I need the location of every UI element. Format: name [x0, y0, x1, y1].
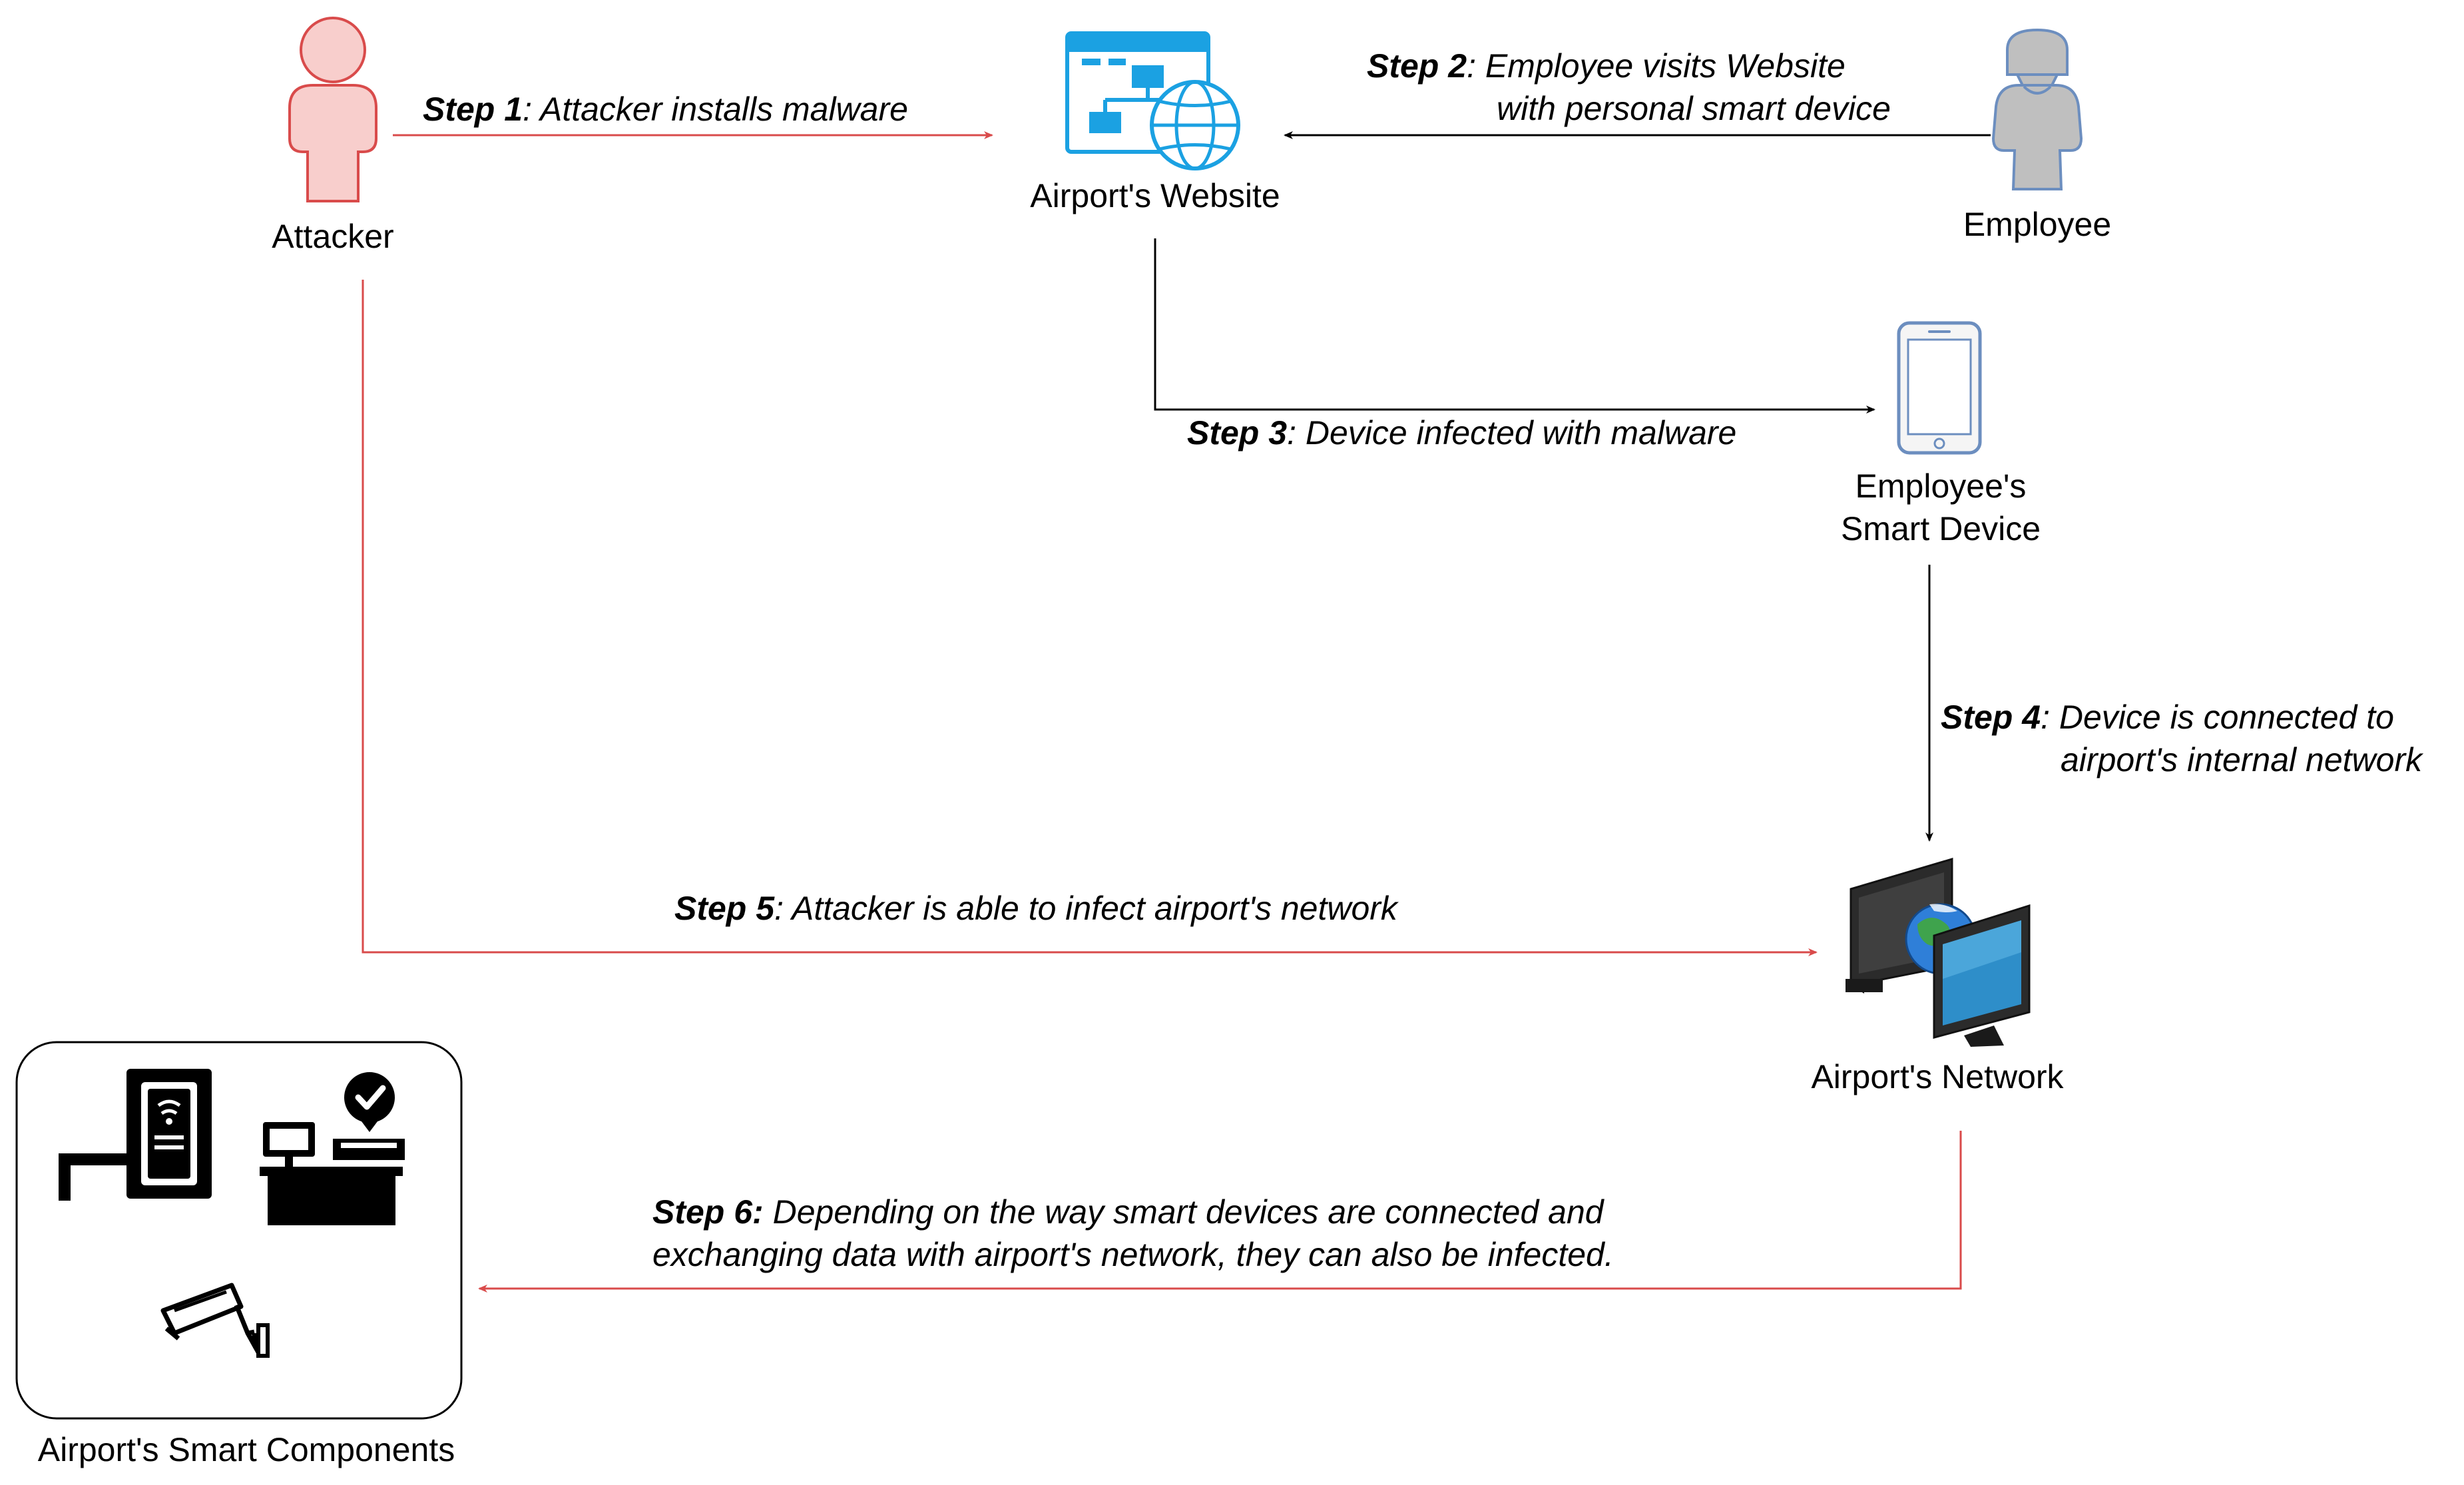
smart-device-label: Employee's Smart Device — [1791, 465, 2091, 550]
smart-device-label-line2: Smart Device — [1840, 510, 2041, 547]
components-label: Airport's Smart Components — [37, 1431, 455, 1468]
step5-text: : Attacker is able to infect airport's n… — [774, 890, 1397, 927]
step4-text-line2: airport's internal network — [2061, 741, 2423, 778]
step5-arrow — [362, 280, 1818, 956]
step3-arrow — [1154, 238, 1875, 414]
step6-text-line1: Depending on the way smart devices are c… — [763, 1193, 1604, 1231]
attacker-label: Attacker — [272, 218, 394, 255]
step3-tag: Step 3 — [1187, 414, 1288, 451]
smart-device-icon — [1897, 321, 1982, 455]
step2-tag: Step 2 — [1367, 47, 1467, 85]
step1-tag: Step 1 — [423, 91, 523, 128]
employee-label: Employee — [1963, 206, 2112, 243]
step6-arrow — [478, 1131, 1962, 1293]
step6-text-line2: exchanging data with airport's network, … — [652, 1236, 1614, 1273]
step4-tag: Step 4 — [1941, 699, 2041, 736]
step3-label: Step 3: Device infected with malware — [1187, 412, 1736, 454]
step3-text: : Device infected with malware — [1287, 414, 1737, 451]
scanner-gate-icon — [59, 1069, 212, 1201]
step4-label: Step 4: Device is connected to airport's… — [1941, 696, 2422, 781]
website-icon — [1065, 31, 1240, 170]
smart-device-label-line1: Employee's — [1855, 467, 2027, 505]
step6-label: Step 6: Depending on the way smart devic… — [652, 1191, 1614, 1276]
website-label: Airport's Website — [1030, 177, 1280, 214]
checkin-desk-icon — [260, 1072, 405, 1225]
cctv-camera-icon — [160, 1283, 270, 1358]
employee-icon — [1991, 28, 2083, 190]
network-label: Airport's Network — [1811, 1058, 2064, 1095]
attacker-icon — [288, 17, 377, 202]
network-icon — [1846, 857, 2031, 1047]
step2-text-line1: : Employee visits Website — [1467, 47, 1846, 85]
step5-tag: Step 5 — [674, 890, 775, 927]
step4-text-line1: : Device is connected to — [2041, 699, 2394, 736]
step2-label: Step 2: Employee visits Website with per… — [1367, 45, 1891, 130]
step2-text-line2: with personal smart device — [1497, 90, 1891, 127]
step1-label: Step 1: Attacker installs malware — [423, 88, 908, 131]
step6-tag: Step 6: — [652, 1193, 764, 1231]
step5-label: Step 5: Attacker is able to infect airpo… — [674, 887, 1397, 930]
step1-text: : Attacker installs malware — [523, 91, 908, 128]
